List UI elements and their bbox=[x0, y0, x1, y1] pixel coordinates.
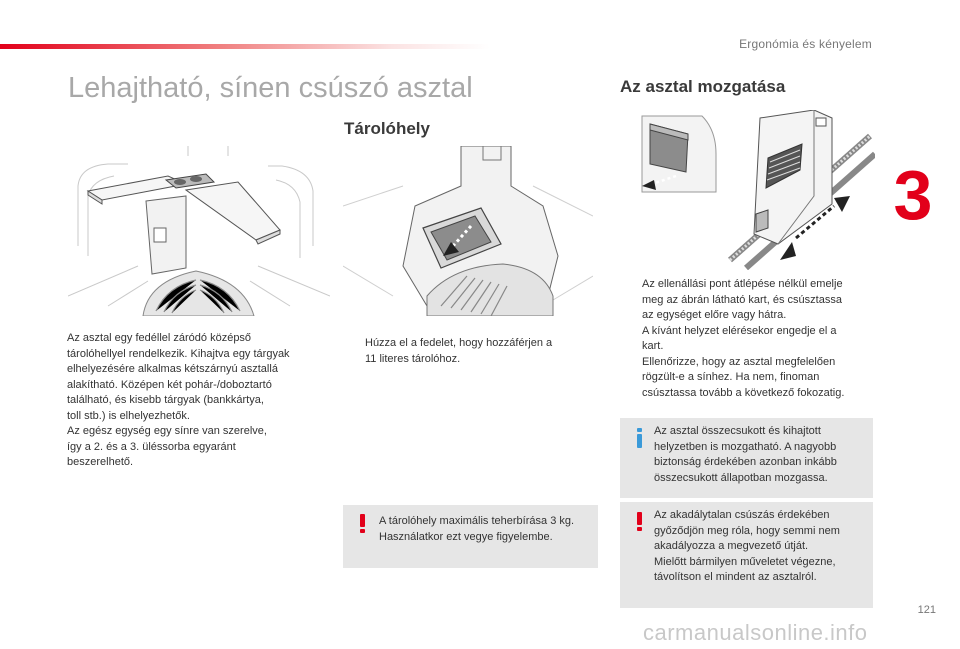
intro-paragraph: Az asztal egy fedéllel záródó középső tá… bbox=[67, 331, 329, 471]
storage-bullet-line: 11 literes tárolóhoz. bbox=[365, 352, 461, 365]
move-bullet: A kívánt helyzet elérésekor engedje el a… bbox=[620, 324, 870, 355]
info-icon bbox=[637, 428, 642, 448]
storage-warning-line: Használatkor ezt vegye figyelembe. bbox=[379, 530, 553, 543]
intro-line: tárolóhellyel rendelkezik. Kihajtva egy … bbox=[67, 347, 290, 360]
table-rail-illustration bbox=[640, 110, 875, 270]
page-title: Lehajtható, sínen csúszó asztal bbox=[68, 72, 473, 104]
storage-warning-line: A tárolóhely maximális teherbírása 3 kg. bbox=[379, 515, 575, 527]
move-info-line: biztonság érdekében azonban inkább bbox=[654, 456, 837, 468]
intro-line: toll stb.) is elhelyezhetők. bbox=[67, 409, 190, 422]
warning-icon bbox=[637, 512, 642, 531]
watermark: carmanualsonline.info bbox=[643, 620, 868, 645]
move-bullet-line: csúsztassa tovább a következő fokozatig. bbox=[642, 386, 845, 399]
warning-icon bbox=[360, 514, 365, 533]
storage-illustration bbox=[343, 146, 593, 316]
move-warning-line: távolítson el mindent az asztalról. bbox=[654, 571, 817, 583]
move-bullet-line: Az ellenállási pont átlépése nélkül emel… bbox=[642, 278, 843, 290]
move-bullet-line: kart. bbox=[642, 340, 664, 352]
header-accent-bar bbox=[0, 44, 490, 49]
move-bullet-line: meg az ábrán látható kart, és csúsztassa bbox=[642, 293, 842, 306]
folding-table-illustration bbox=[68, 146, 330, 316]
move-warning-line: akadályozza a megvezető útját. bbox=[654, 540, 809, 552]
move-bullet-line: Ellenőrizze, hogy az asztal megfelelően bbox=[642, 355, 836, 368]
storage-bullet: Húzza el a fedelet, hogy hozzáférjen a 1… bbox=[343, 336, 583, 367]
page-number: 121 bbox=[917, 604, 936, 616]
move-bullet-line: A kívánt helyzet elérésekor engedje el a bbox=[642, 324, 837, 337]
move-warning-line: győződjön meg róla, hogy semmi nem bbox=[654, 524, 840, 537]
move-info-line: Az asztal összecsukott és kihajtott bbox=[654, 425, 821, 437]
chapter-number: 3 bbox=[893, 156, 933, 234]
move-warning-box: Az akadálytalan csúszás érdekében győződ… bbox=[620, 502, 873, 608]
move-warning-line: Az akadálytalan csúszás érdekében bbox=[654, 509, 830, 521]
section-title: Ergonómia és kényelem bbox=[739, 37, 872, 51]
move-bullet-line: rögzült-e a sínhez. Ha nem, finoman bbox=[642, 371, 820, 383]
storage-warning-box: A tárolóhely maximális teherbírása 3 kg.… bbox=[343, 505, 598, 568]
storage-bullet-line: Húzza el a fedelet, hogy hozzáférjen a bbox=[365, 337, 553, 349]
intro-line: beszerelhető. bbox=[67, 456, 134, 468]
storage-heading: Tárolóhely bbox=[344, 119, 430, 138]
intro-line: Az egész egység egy sínre van szerelve, bbox=[67, 425, 267, 437]
storage-instructions: Húzza el a fedelet, hogy hozzáférjen a 1… bbox=[343, 336, 583, 367]
move-heading: Az asztal mozgatása bbox=[620, 77, 786, 96]
move-instructions: Az ellenállási pont átlépése nélkül emel… bbox=[620, 277, 870, 401]
intro-line: így a 2. és a 3. üléssorba egyaránt bbox=[67, 440, 236, 453]
intro-line: Az asztal egy fedéllel záródó középső bbox=[67, 332, 252, 344]
move-warning-line: Mielőtt bármilyen műveletet végezne, bbox=[654, 555, 836, 568]
intro-line: található, és kisebb tárgyak (bankkártya… bbox=[67, 394, 264, 406]
move-info-line: összecsukott állapotban mozgassa. bbox=[654, 471, 828, 484]
move-bullet-line: az egységet előre vagy hátra. bbox=[642, 309, 787, 321]
move-bullet: Az ellenállási pont átlépése nélkül emel… bbox=[620, 277, 870, 324]
move-info-line: helyzetben is mozgatható. A nagyobb bbox=[654, 440, 837, 453]
move-bullet: Ellenőrizze, hogy az asztal megfelelően … bbox=[620, 355, 870, 402]
move-info-box: Az asztal összecsukott és kihajtott hely… bbox=[620, 418, 873, 498]
intro-line: elhelyezésére alkalmas kétszárnyú asztal… bbox=[67, 363, 278, 375]
intro-line: alakítható. Középen két pohár-/doboztart… bbox=[67, 378, 272, 391]
